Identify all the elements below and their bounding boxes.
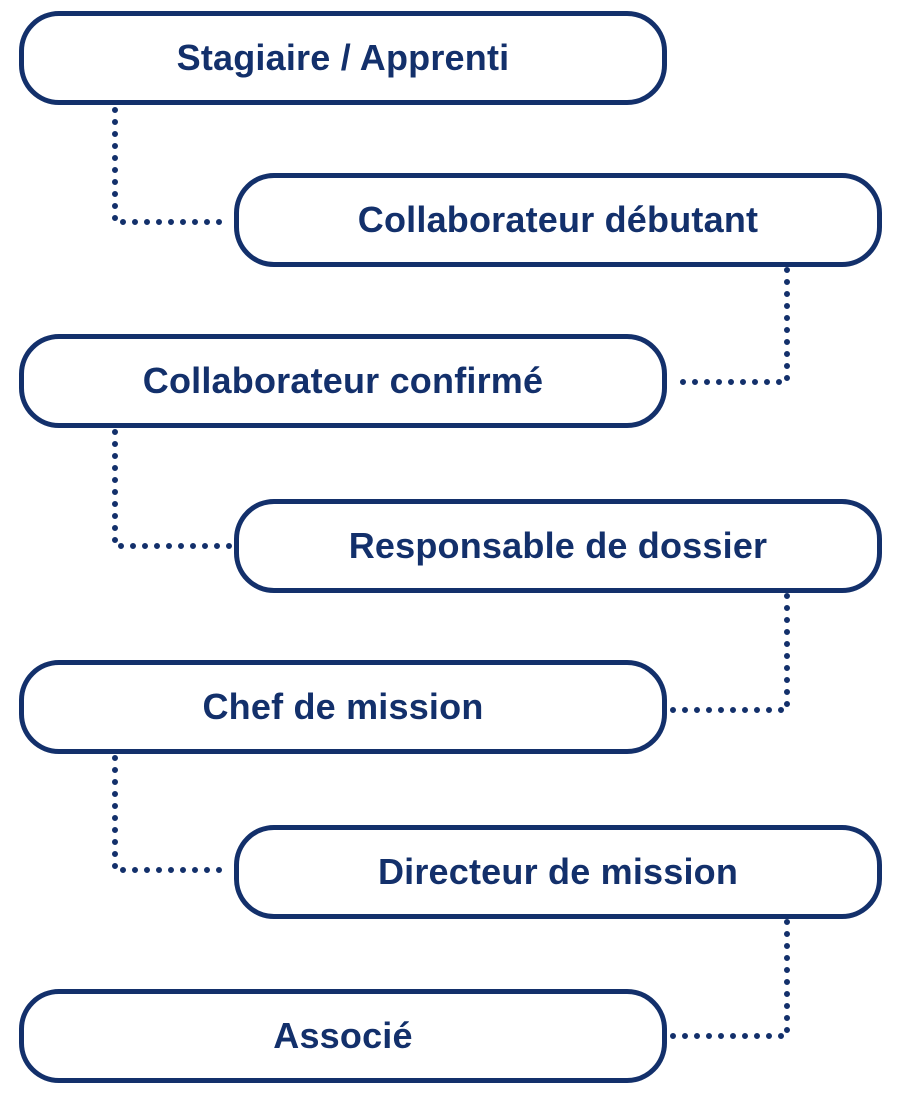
step-collaborateur-confirme: Collaborateur confirmé	[19, 334, 667, 428]
connector-5-6	[112, 755, 233, 873]
step-label: Associé	[273, 1015, 413, 1056]
step-label: Collaborateur confirmé	[142, 360, 544, 401]
step-stagiaire-apprenti: Stagiaire / Apprenti	[19, 11, 667, 105]
step-label: Chef de mission	[202, 686, 484, 727]
step-associe: Associé	[19, 989, 667, 1083]
step-responsable-de-dossier: Responsable de dossier	[234, 499, 882, 593]
connector-2-3	[669, 267, 790, 385]
step-label: Collaborateur débutant	[357, 199, 759, 240]
step-label: Responsable de dossier	[348, 525, 768, 566]
connector-4-5	[669, 593, 790, 713]
connector-6-7	[669, 919, 790, 1039]
step-label: Directeur de mission	[377, 851, 739, 892]
step-collaborateur-debutant: Collaborateur débutant	[234, 173, 882, 267]
connector-3-4	[112, 429, 233, 549]
connector-1-2	[112, 107, 233, 225]
step-directeur-de-mission: Directeur de mission	[234, 825, 882, 919]
step-chef-de-mission: Chef de mission	[19, 660, 667, 754]
step-label: Stagiaire / Apprenti	[176, 37, 510, 78]
